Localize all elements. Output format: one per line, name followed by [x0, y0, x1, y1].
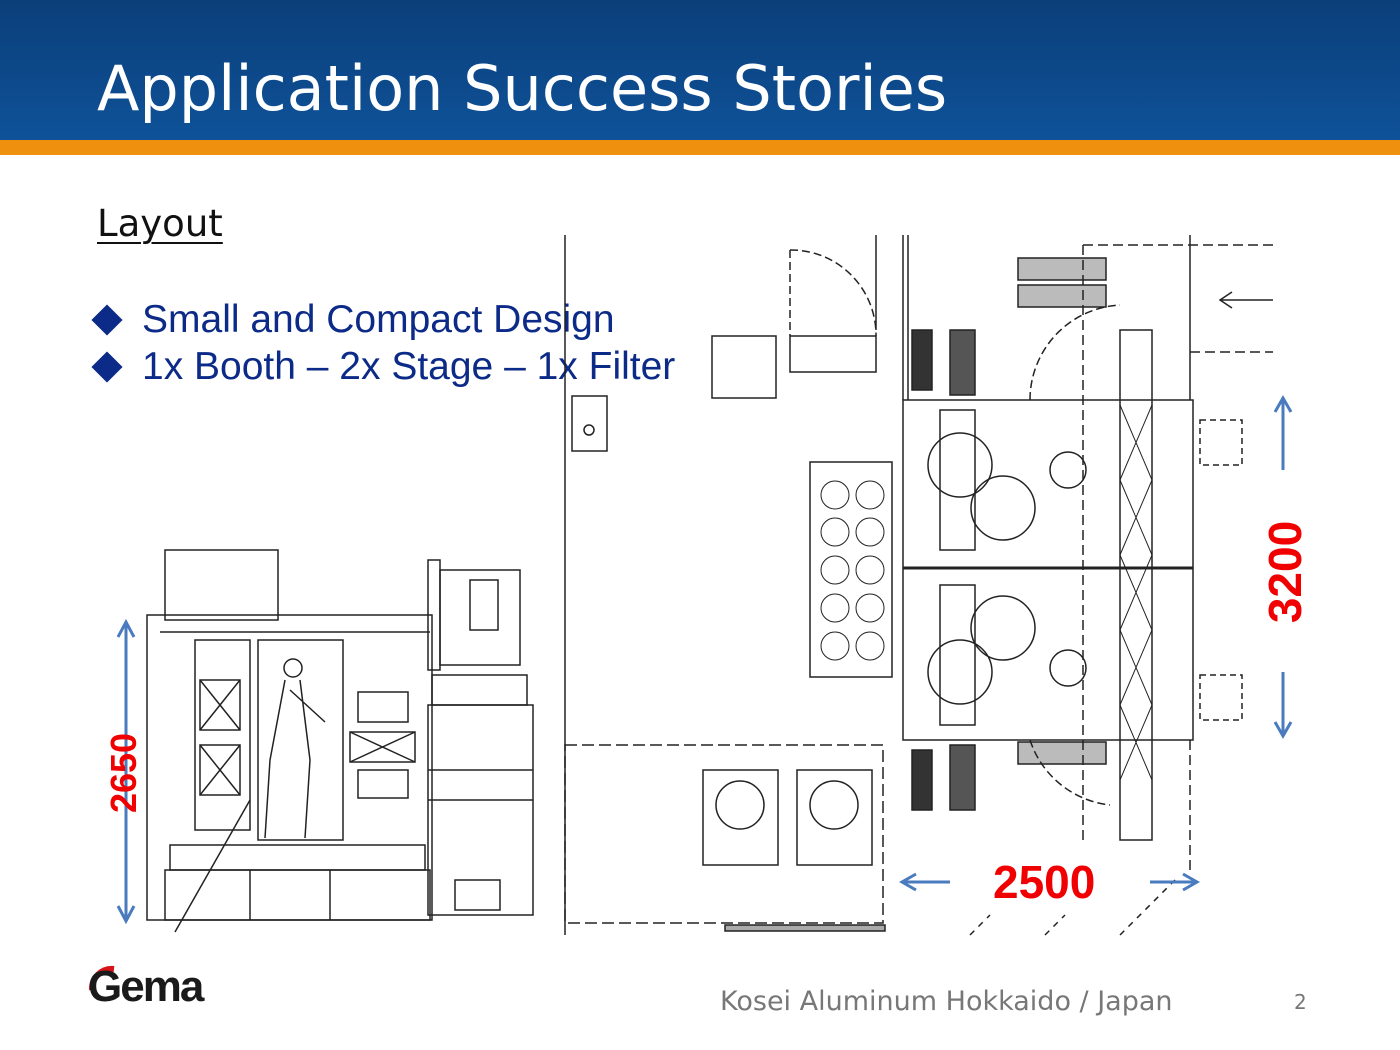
- bullet-list: Small and Compact Design 1x Booth – 2x S…: [91, 296, 676, 390]
- bullet-text: Small and Compact Design: [142, 297, 615, 341]
- dimension-label-3200: 3200: [1259, 520, 1311, 624]
- section-heading: Layout: [97, 202, 223, 245]
- slide-header: Application Success Stories: [0, 0, 1400, 140]
- slide-title: Application Success Stories: [97, 52, 948, 125]
- dimension-label-2650: 2650: [103, 732, 144, 814]
- footer-caption: Kosei Aluminum Hokkaido / Japan: [720, 986, 1173, 1017]
- dimension-label-2500: 2500: [993, 856, 1096, 908]
- accent-bar: [0, 140, 1400, 155]
- logo-arc-icon: [88, 965, 115, 991]
- page-number: 2: [1294, 990, 1307, 1014]
- bullet-text: 1x Booth – 2x Stage – 1x Filter: [142, 344, 676, 388]
- bullet-item: 1x Booth – 2x Stage – 1x Filter: [91, 343, 676, 390]
- plan-view-drawing: [564, 235, 1273, 936]
- dimension-arrows: [116, 394, 1293, 925]
- gema-logo: Gema: [88, 962, 204, 1012]
- bullet-item: Small and Compact Design: [91, 296, 675, 343]
- logo-text: Gema: [88, 962, 204, 1011]
- side-view-drawing: [146, 235, 566, 935]
